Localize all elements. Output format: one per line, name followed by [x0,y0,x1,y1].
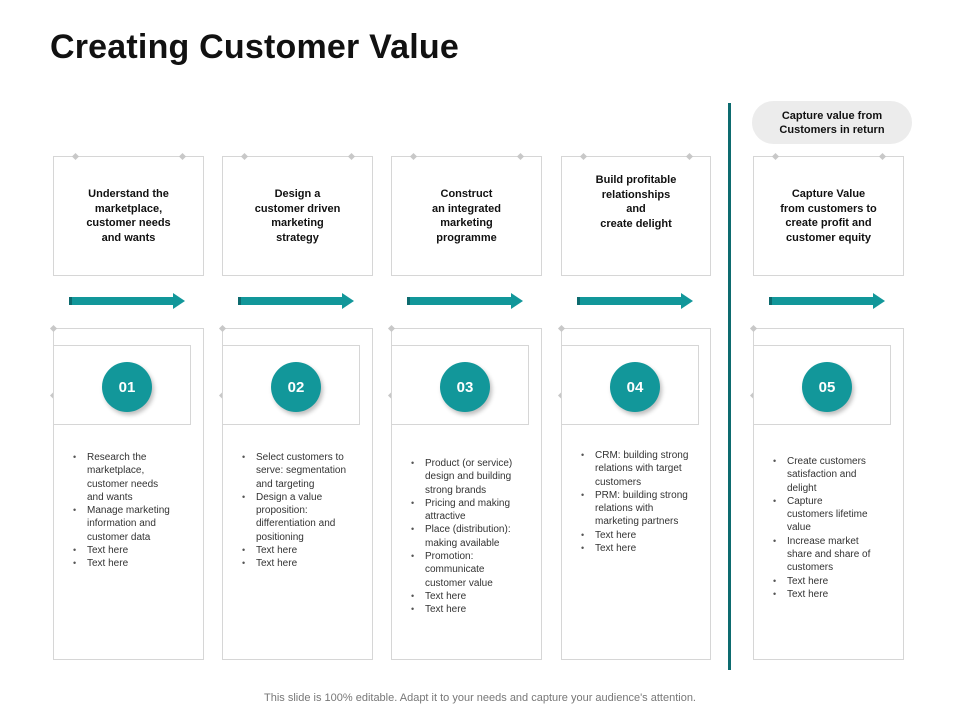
list-item: Text here [581,542,699,556]
step-3-heading: Construct an integrated marketing progra… [431,188,502,244]
step-1-heading: Understand the marketplace, customer nee… [86,188,171,244]
capture-value-label: Capture value from Customers in return [752,101,912,144]
step-3-number-badge: 03 [440,362,490,412]
step-1-arrow-icon [69,293,185,309]
list-item: Text here [242,557,361,571]
step-2-arrow-icon [238,293,354,309]
list-item: CRM: building strong relations with targ… [581,449,699,489]
list-item: Text here [773,588,892,602]
step-4-heading: Build profitable relationships and creat… [595,174,677,230]
list-item: Pricing and making attractive [411,497,530,524]
list-item: Increase market share and share of custo… [773,535,892,575]
list-item: Text here [411,590,530,604]
step-5-bullet-list: Create customers satisfaction and deligh… [773,455,892,602]
list-item: Text here [242,544,361,558]
step-1-heading-box: Understand the marketplace, customer nee… [53,156,204,276]
list-item: Select customers to serve: segmentation … [242,451,361,491]
list-item: Design a value proposition: differentiat… [242,491,361,544]
list-item: Text here [581,529,699,543]
step-5-heading-box: Capture Value from customers to create p… [753,156,904,276]
step-4-heading-box: Build profitable relationships and creat… [561,156,711,276]
list-item: Manage marketing information and custome… [73,504,192,544]
step-5-arrow-icon [769,293,885,309]
step-1-number-badge: 01 [102,362,152,412]
step-5-number-badge: 05 [802,362,852,412]
step-1-bullet-list: Research the marketplace, customer needs… [73,451,192,571]
list-item: Create customers satisfaction and deligh… [773,455,892,495]
list-item: Place (distribution): making available [411,523,530,550]
step-4-number-badge: 04 [610,362,660,412]
list-item: Capture customers lifetime value [773,495,892,535]
step-4-arrow-icon [577,293,693,309]
list-item: Text here [773,575,892,589]
list-item: Product (or service) design and building… [411,457,530,497]
list-item: Text here [73,557,192,571]
step-2-number-badge: 02 [271,362,321,412]
step-2-heading: Design a customer driven marketing strat… [254,188,341,244]
step-3-bullet-list: Product (or service) design and building… [411,457,530,617]
list-item: Text here [411,603,530,617]
list-item: Research the marketplace, customer needs… [73,451,192,504]
step-2-heading-box: Design a customer driven marketing strat… [222,156,373,276]
list-item: Text here [73,544,192,558]
step-4-bullet-list: CRM: building strong relations with targ… [581,449,699,556]
list-item: Promotion: communicate customer value [411,550,530,590]
step-2-bullet-list: Select customers to serve: segmentation … [242,451,361,571]
page-title: Creating Customer Value [50,28,459,66]
footer-note: This slide is 100% editable. Adapt it to… [264,692,696,704]
list-item: PRM: building strong relations with mark… [581,489,699,529]
section-divider [728,103,731,670]
step-5-heading: Capture Value from customers to create p… [780,188,877,244]
step-3-arrow-icon [407,293,523,309]
step-3-heading-box: Construct an integrated marketing progra… [391,156,542,276]
